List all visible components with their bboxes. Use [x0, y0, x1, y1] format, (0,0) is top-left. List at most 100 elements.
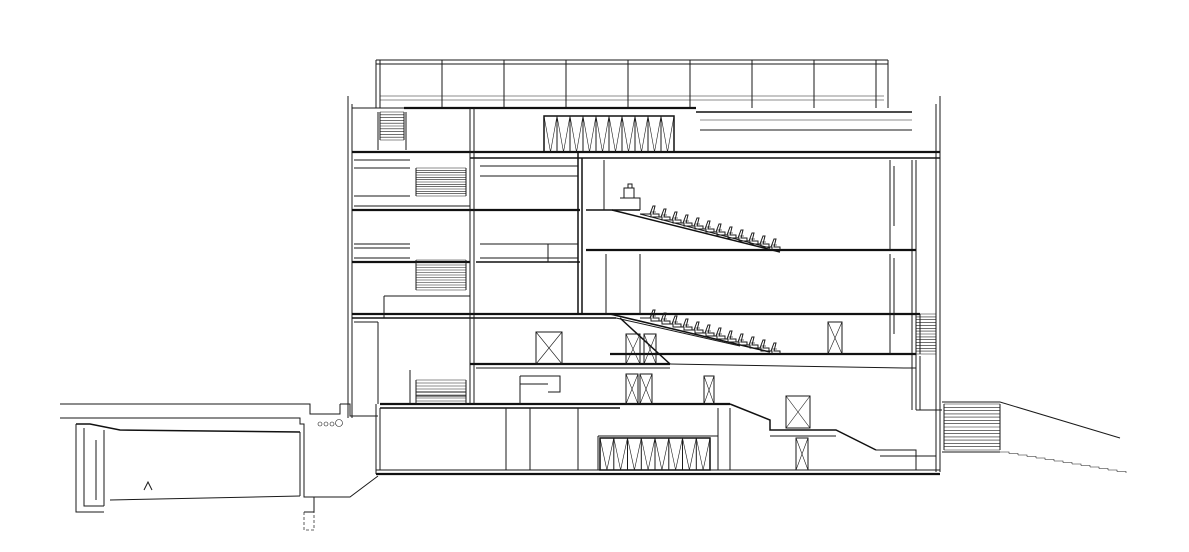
exterior-step	[1063, 462, 1073, 464]
glazing-hatch	[595, 115, 603, 153]
auditorium-seat-icon	[660, 312, 671, 324]
seat-outline	[770, 238, 781, 250]
auditorium-seat-icon	[649, 309, 660, 321]
auditorium-seat-icon	[715, 327, 726, 339]
seat-outline	[649, 205, 660, 217]
auditorium-seat-icon	[759, 235, 770, 247]
auditorium-seat-icon	[671, 211, 682, 223]
door-icon	[795, 437, 809, 471]
door-cross	[785, 395, 811, 429]
exterior-steps	[1000, 451, 1127, 473]
auditorium-seat-icon	[682, 318, 693, 330]
seat-outline	[770, 342, 781, 354]
auditorium-seat-icon	[693, 321, 704, 333]
exterior-step	[1072, 463, 1082, 466]
door-cross	[795, 437, 809, 471]
seat-outline	[660, 208, 671, 220]
auditorium-seat-icon	[704, 220, 715, 232]
door-frame	[643, 333, 657, 365]
exterior-step	[1045, 459, 1055, 461]
door-icon	[703, 375, 715, 405]
seat-outline	[693, 321, 704, 333]
auditorium-seat-icon	[671, 315, 682, 327]
auditorium-seat-icon	[737, 333, 748, 345]
pipe-icon	[335, 419, 343, 427]
auditorium-seat-icon	[748, 336, 759, 348]
exterior-step	[1117, 471, 1127, 473]
door-icon	[639, 373, 653, 405]
exterior-step	[1027, 456, 1037, 458]
auditorium-seat-icon	[770, 238, 781, 250]
glazing-panels	[543, 115, 711, 471]
seat-outline	[759, 339, 770, 351]
auditorium-seat-icon	[726, 226, 737, 238]
door-icon	[785, 395, 811, 429]
door-cross	[643, 333, 657, 365]
glazing-hatch	[660, 115, 668, 153]
auditorium-seat-icon	[660, 208, 671, 220]
glazing-hatch	[576, 115, 584, 153]
glazing-hatch	[689, 437, 697, 471]
glazing-hatch	[543, 115, 551, 153]
glazing-hatch	[682, 437, 690, 471]
auditorium-seat-icon	[693, 217, 704, 229]
roof-railing-posts	[379, 60, 877, 108]
seat-outline	[704, 220, 715, 232]
glazing-hatch	[647, 437, 656, 471]
seat-outline	[748, 232, 759, 244]
glazing-hatch	[602, 115, 610, 153]
door-frame	[703, 375, 715, 405]
door-icon	[625, 333, 641, 365]
exterior-step	[1108, 469, 1118, 472]
exterior-step	[1018, 454, 1028, 457]
auditorium-seat-icon	[682, 214, 693, 226]
glazing-hatch	[654, 115, 662, 153]
exterior-step	[1090, 466, 1100, 469]
auditorium-risers	[640, 213, 773, 250]
door-frame	[625, 333, 641, 365]
glazing-hatch	[661, 437, 670, 471]
glazing-hatch	[641, 115, 649, 153]
door-cross	[703, 375, 715, 405]
seat-outline	[704, 324, 715, 336]
glazing-hatch	[556, 115, 564, 153]
auditorium-seat-icon	[704, 324, 715, 336]
lobby-glazing	[599, 437, 711, 471]
stairs	[379, 111, 1001, 451]
glazing-hatch	[647, 115, 655, 153]
glazing-hatch	[582, 115, 590, 153]
door-icon	[827, 321, 843, 355]
door-cross	[625, 373, 639, 405]
building-shell	[347, 59, 942, 476]
glazing-hatch	[654, 437, 663, 471]
projector-icon	[620, 183, 641, 210]
glazing-hatch	[627, 437, 635, 471]
exterior-step	[1036, 457, 1046, 460]
glazing-hatch	[613, 437, 621, 471]
pipe-icon	[317, 421, 323, 427]
glazing-hatch	[621, 115, 629, 153]
glazing-hatch	[641, 437, 649, 471]
seat-outline	[671, 315, 682, 327]
door-icon	[643, 333, 657, 365]
auditorium-seat-icon	[726, 330, 737, 342]
door-cross	[625, 333, 641, 365]
exterior-step	[1000, 451, 1010, 454]
pipe-icon	[329, 421, 335, 427]
stair-icon	[915, 313, 937, 355]
stair-icon	[415, 259, 467, 291]
auditorium-risers	[640, 317, 773, 354]
seat-outline	[759, 235, 770, 247]
door-frame	[625, 373, 639, 405]
stair-icon	[379, 111, 405, 141]
stair-icon	[943, 403, 1001, 451]
auditorium-seat-icon	[759, 339, 770, 351]
exterior-step	[1009, 453, 1019, 455]
stair-icon	[415, 167, 467, 197]
glazing-hatch	[696, 437, 704, 471]
glazing-hatch	[599, 437, 608, 471]
pipe-icon	[323, 421, 329, 427]
doors	[535, 321, 843, 471]
door-frame	[795, 437, 809, 471]
